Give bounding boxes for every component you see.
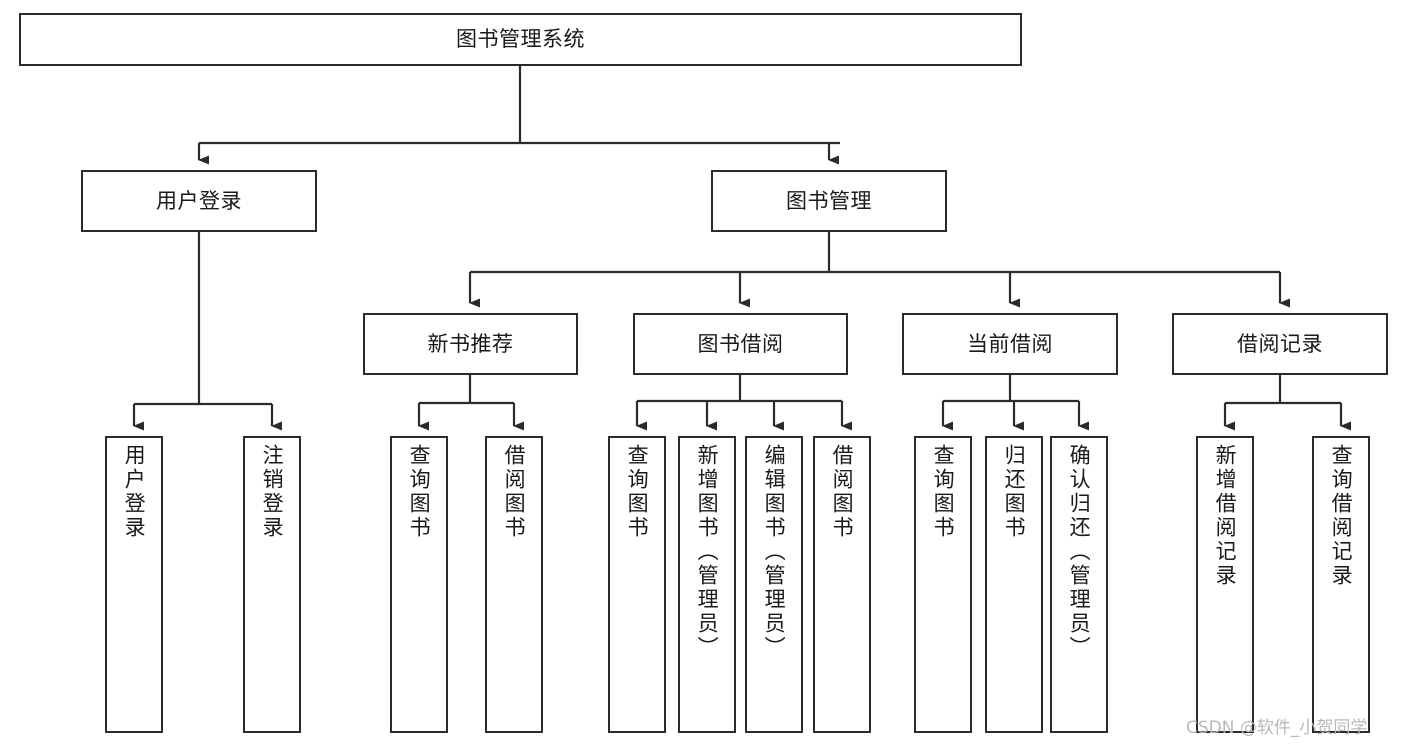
node-root[interactable]: 图书管理系统 <box>19 13 1022 66</box>
leaf-query-book-current[interactable]: 查询图书 <box>914 436 972 733</box>
leaf-add-borrow-record-label: 新增借阅记录 <box>1213 444 1238 588</box>
node-borrowing-record[interactable]: 借阅记录 <box>1172 313 1388 375</box>
leaf-add-book-admin[interactable]: 新增图书（管理员） <box>678 436 736 733</box>
leaf-edit-book-admin-label: 编辑图书（管理员） <box>762 444 787 660</box>
leaf-return-book-label: 归还图书 <box>1002 444 1027 540</box>
leaf-query-book-newrec-label: 查询图书 <box>407 444 432 540</box>
leaf-query-borrow-record[interactable]: 查询借阅记录 <box>1312 436 1370 733</box>
leaf-logout-label: 注销登录 <box>260 444 285 540</box>
node-book-management[interactable]: 图书管理 <box>711 170 947 232</box>
leaf-add-book-admin-label: 新增图书（管理员） <box>695 444 720 660</box>
node-book-borrowing-label: 图书借阅 <box>697 331 784 356</box>
leaf-query-book-borrowing[interactable]: 查询图书 <box>608 436 666 733</box>
leaf-logout[interactable]: 注销登录 <box>243 436 301 733</box>
node-new-book-recommendation[interactable]: 新书推荐 <box>363 313 578 375</box>
node-new-book-recommendation-label: 新书推荐 <box>427 331 514 356</box>
node-user-login-label: 用户登录 <box>156 188 242 213</box>
leaf-borrow-book-borrowing[interactable]: 借阅图书 <box>813 436 871 733</box>
leaf-query-borrow-record-label: 查询借阅记录 <box>1329 444 1354 588</box>
leaf-confirm-return-admin-label: 确认归还（管理员） <box>1067 444 1092 660</box>
leaf-query-book-newrec[interactable]: 查询图书 <box>390 436 448 733</box>
leaf-borrow-book-newrec[interactable]: 借阅图书 <box>485 436 543 733</box>
node-book-management-label: 图书管理 <box>786 188 872 213</box>
leaf-confirm-return-admin[interactable]: 确认归还（管理员） <box>1050 436 1108 733</box>
leaf-edit-book-admin[interactable]: 编辑图书（管理员） <box>745 436 803 733</box>
node-root-label: 图书管理系统 <box>456 27 585 52</box>
leaf-add-borrow-record[interactable]: 新增借阅记录 <box>1196 436 1254 733</box>
node-borrowing-record-label: 借阅记录 <box>1237 331 1323 356</box>
leaf-query-book-current-label: 查询图书 <box>931 444 956 540</box>
leaf-borrow-book-newrec-label: 借阅图书 <box>502 444 527 540</box>
leaf-return-book[interactable]: 归还图书 <box>985 436 1043 733</box>
node-current-borrowing-label: 当前借阅 <box>967 331 1053 356</box>
leaf-user-login[interactable]: 用户登录 <box>105 436 163 733</box>
node-book-borrowing[interactable]: 图书借阅 <box>633 313 848 375</box>
node-current-borrowing[interactable]: 当前借阅 <box>902 313 1118 375</box>
node-user-login[interactable]: 用户登录 <box>81 170 317 232</box>
leaf-query-book-borrowing-label: 查询图书 <box>625 444 650 540</box>
leaf-borrow-book-borrowing-label: 借阅图书 <box>830 444 855 540</box>
csdn-watermark: CSDN @软件_小贺同学 <box>1186 718 1368 738</box>
leaf-user-login-label: 用户登录 <box>122 444 147 540</box>
